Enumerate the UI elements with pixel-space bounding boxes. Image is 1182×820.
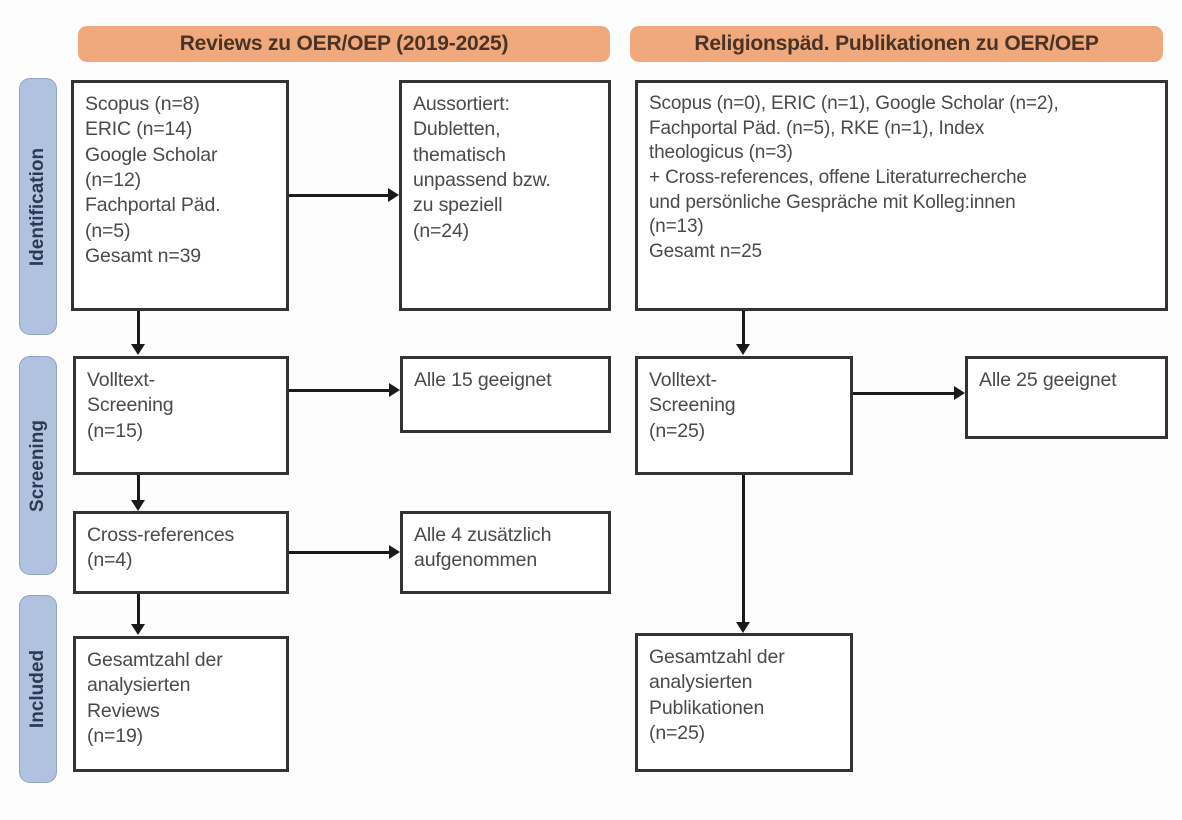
box-right-identification-sources: Scopus (n=0), ERIC (n=1), Google Scholar… (635, 80, 1168, 311)
column-header-left-label: Reviews zu OER/OEP (2019-2025) (179, 32, 509, 55)
box-left-cross-references-text: Cross-references (n=4) (87, 524, 235, 572)
box-right-included-total-text: Gesamtzahl der analysierten Publikatione… (649, 646, 785, 745)
connector-right-screening-to-eligible (853, 392, 954, 395)
box-right-fulltext-screening-text: Volltext- Screening (n=25) (649, 369, 736, 442)
box-left-all-added: Alle 4 zusätzlich aufgenommen (400, 511, 611, 594)
connector-left-sources-to-excluded (289, 194, 388, 197)
column-header-right: Religionspäd. Publikationen zu OER/OEP (630, 26, 1163, 62)
connector-left-screening-to-crossrefs (137, 475, 140, 503)
connector-right-screening-to-included (742, 475, 745, 630)
connector-left-sources-to-screening (137, 311, 140, 345)
box-left-identification-sources: Scopus (n=8) ERIC (n=14) Google Scholar … (71, 80, 289, 311)
stage-label-screening: Screening (27, 419, 48, 512)
arrowhead-right-screening-to-eligible (954, 386, 965, 400)
connector-left-crossrefs-to-included (137, 594, 140, 627)
arrowhead-left-crossrefs-to-added (389, 545, 400, 559)
stage-pill-screening: Screening (19, 356, 57, 575)
box-right-identification-sources-text: Scopus (n=0), ERIC (n=1), Google Scholar… (649, 93, 1059, 263)
box-right-fulltext-screening: Volltext- Screening (n=25) (635, 356, 853, 475)
box-left-included-total-text: Gesamtzahl der analysierten Reviews (n=1… (87, 649, 223, 748)
connector-right-sources-to-screening (742, 311, 745, 345)
box-left-included-total: Gesamtzahl der analysierten Reviews (n=1… (73, 636, 289, 772)
arrowhead-left-crossrefs-to-included (131, 624, 145, 635)
column-header-right-label: Religionspäd. Publikationen zu OER/OEP (694, 32, 1099, 55)
arrowhead-right-sources-to-screening (736, 344, 750, 355)
box-left-fulltext-screening-text: Volltext- Screening (n=15) (87, 369, 174, 442)
stage-pill-included: Included (19, 595, 57, 783)
box-left-all-added-text: Alle 4 zusätzlich aufgenommen (414, 524, 552, 572)
box-left-excluded-text: Aussortiert: Dubletten, thematisch unpas… (413, 93, 551, 242)
box-left-excluded: Aussortiert: Dubletten, thematisch unpas… (399, 80, 611, 311)
box-right-all-eligible: Alle 25 geeignet (965, 356, 1168, 439)
box-left-all-eligible-text: Alle 15 geeignet (414, 369, 552, 391)
box-left-identification-sources-text: Scopus (n=8) ERIC (n=14) Google Scholar … (85, 93, 221, 268)
arrowhead-left-sources-to-screening (131, 344, 145, 355)
stage-label-identification: Identification (27, 147, 49, 266)
box-right-all-eligible-text: Alle 25 geeignet (979, 369, 1117, 391)
stage-pill-identification: Identification (19, 78, 57, 335)
arrowhead-left-screening-to-eligible (389, 383, 400, 397)
column-header-left: Reviews zu OER/OEP (2019-2025) (78, 26, 610, 62)
box-left-fulltext-screening: Volltext- Screening (n=15) (73, 356, 289, 475)
connector-left-screening-to-eligible (289, 389, 389, 392)
arrowhead-right-screening-to-included (736, 622, 750, 633)
box-left-all-eligible: Alle 15 geeignet (400, 356, 611, 433)
box-left-cross-references: Cross-references (n=4) (73, 511, 289, 594)
arrowhead-left-sources-to-excluded (388, 188, 399, 202)
arrowhead-left-screening-to-crossrefs (131, 500, 145, 511)
stage-label-included: Included (27, 649, 48, 729)
box-right-included-total: Gesamtzahl der analysierten Publikatione… (635, 633, 853, 772)
connector-left-crossrefs-to-added (289, 551, 389, 554)
